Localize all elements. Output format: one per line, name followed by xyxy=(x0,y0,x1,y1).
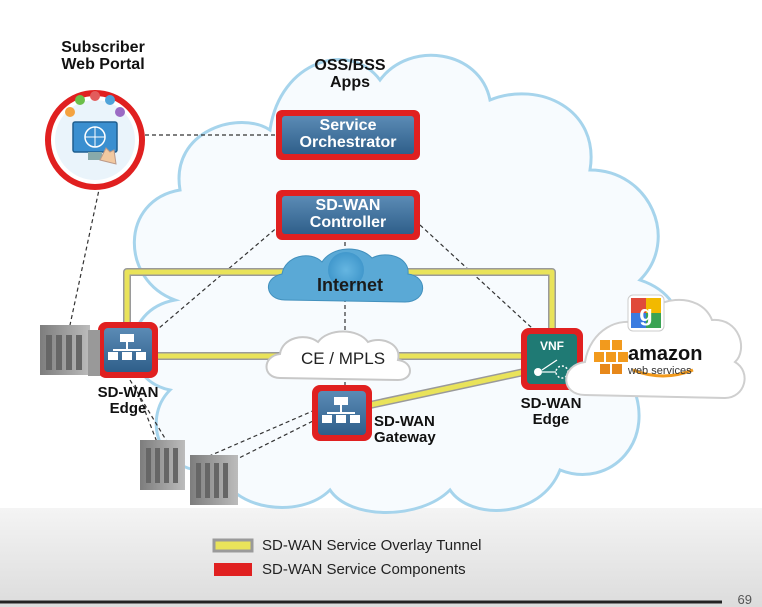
internet-cloud xyxy=(268,248,424,303)
subscriber-portal-label: Subscriber Web Portal xyxy=(48,39,158,74)
amazon-sub: web services xyxy=(628,365,692,377)
subscriber-portal-line2: Web Portal xyxy=(61,55,145,73)
legend-component-swatch xyxy=(214,563,252,576)
gateway-device xyxy=(312,385,372,441)
building-bottom-1-icon xyxy=(140,440,185,490)
service-orchestrator-label: Service Orchestrator xyxy=(282,117,414,152)
svg-text:g: g xyxy=(639,301,652,326)
service-orchestrator-box xyxy=(282,116,414,154)
oss-bss-line2: Apps xyxy=(330,73,370,91)
service-orchestrator-line2: Orchestrator xyxy=(299,133,397,151)
gateway-line1: SD-WAN xyxy=(374,413,435,430)
subscriber-portal-graphic xyxy=(45,90,145,190)
subscriber-portal-line1: Subscriber xyxy=(61,39,145,56)
google-logo: g xyxy=(627,294,665,332)
vnf-label: VNF xyxy=(540,339,564,353)
edge-left-line2: Edge xyxy=(109,399,147,417)
oss-bss-label: OSS/BSS Apps xyxy=(300,57,400,92)
legend-components-text: SD-WAN Service Components xyxy=(262,561,466,578)
edge-right-line1: SD-WAN xyxy=(520,395,582,412)
gateway-line2: Gateway xyxy=(374,428,436,446)
left-edge-device xyxy=(98,322,158,378)
building-left-icon xyxy=(40,325,100,376)
oss-bss-line1: OSS/BSS xyxy=(314,57,386,74)
edge-left-line1: SD-WAN xyxy=(97,384,159,401)
sdwan-controller-line2: Controller xyxy=(309,213,387,231)
building-bottom-2-icon xyxy=(190,455,238,505)
amazon-brand: amazon xyxy=(628,343,703,365)
edge-right-label: SD-WAN Edge xyxy=(506,396,596,428)
gateway-label: SD-WAN Gateway xyxy=(374,414,454,446)
sdwan-controller-line1: SD-WAN xyxy=(315,197,381,214)
edge-left-label: SD-WAN Edge xyxy=(88,385,168,417)
legend-tunnel-text: SD-WAN Service Overlay Tunnel xyxy=(262,537,482,554)
legend-tunnel-swatch xyxy=(212,538,254,553)
mpls-cloud xyxy=(265,330,411,382)
service-orchestrator-line1: Service xyxy=(319,117,377,134)
page-number: 69 xyxy=(737,592,752,607)
amazon-cloud xyxy=(565,298,746,400)
sdwan-controller-box xyxy=(282,196,414,234)
internet-label: Internet xyxy=(316,275,383,295)
aws-cubes-icon xyxy=(594,340,628,374)
sdwan-controller-label: SD-WAN Controller xyxy=(282,197,414,232)
edge-right-line2: Edge xyxy=(532,410,570,428)
ce-mpls-label: CE / MPLS xyxy=(300,349,386,368)
